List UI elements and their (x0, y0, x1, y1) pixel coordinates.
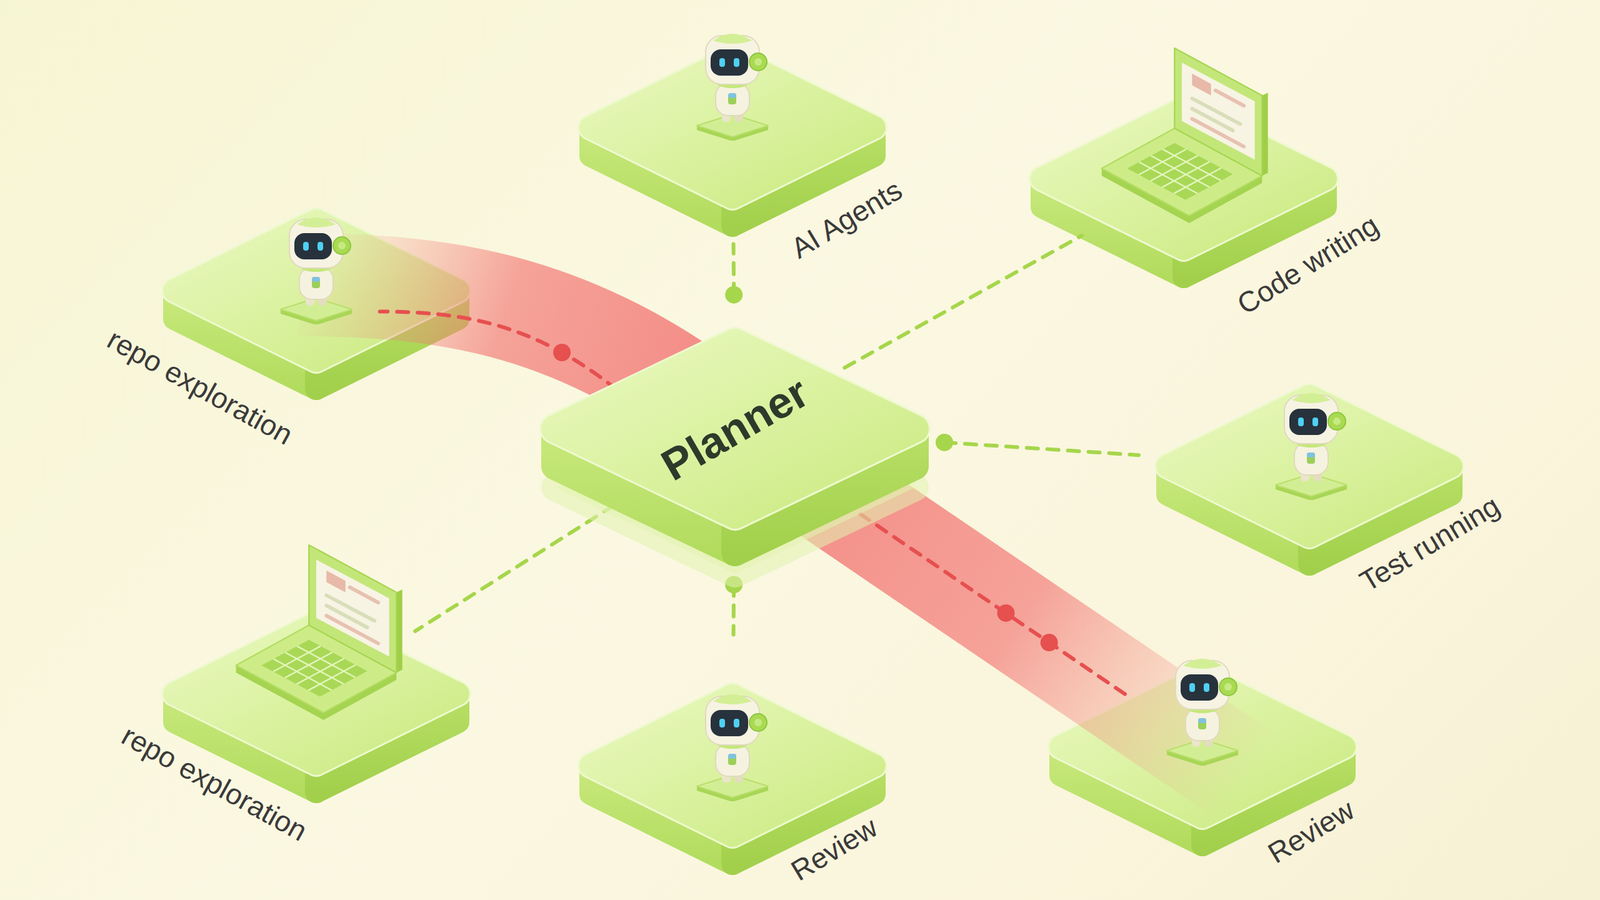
planner-tile: Planner (541, 328, 929, 529)
tile-rim (1167, 396, 1452, 537)
agent-platform: Code writing (1030, 97, 1337, 260)
tile-top (555, 342, 915, 515)
connector-dot (725, 286, 743, 304)
connector-dot (553, 343, 571, 362)
tile-rim (590, 695, 875, 836)
tile-rim (1041, 108, 1326, 249)
connector-dot (996, 604, 1015, 622)
connector-dot (1040, 633, 1059, 652)
platform-shape (1030, 97, 1337, 345)
connector-line (860, 513, 1131, 698)
tile-top (590, 57, 875, 198)
planner-tile-shape (541, 328, 929, 623)
platform-shape (579, 684, 886, 900)
tile-top (1060, 676, 1345, 817)
tile-rim (590, 57, 875, 198)
connector-line (944, 442, 1139, 455)
agent-platform: AI Agents (579, 46, 886, 209)
tile-rim (555, 342, 915, 515)
platform-shape (1156, 385, 1463, 632)
platform-shape (163, 612, 470, 860)
connector-dot (935, 433, 954, 452)
agent-platform: Test running (1156, 385, 1463, 548)
connector-line (415, 505, 614, 632)
tile-rim (174, 220, 459, 361)
dotted-connector (844, 235, 1082, 368)
platform-shape (579, 46, 886, 294)
dotted-connector (415, 505, 614, 632)
agent-platform: Review (579, 684, 886, 847)
dotted-connector (935, 433, 1139, 455)
tile-top (1041, 108, 1326, 249)
tile-top (590, 695, 875, 836)
connector-line (844, 235, 1082, 368)
tile-top (174, 623, 459, 764)
tile-rim (174, 623, 459, 764)
dotted-connector (725, 243, 743, 304)
agent-platform: repo exploration (163, 612, 470, 775)
tile-top (174, 220, 459, 361)
tile-rim (1060, 676, 1345, 817)
tile-top (1167, 396, 1452, 537)
